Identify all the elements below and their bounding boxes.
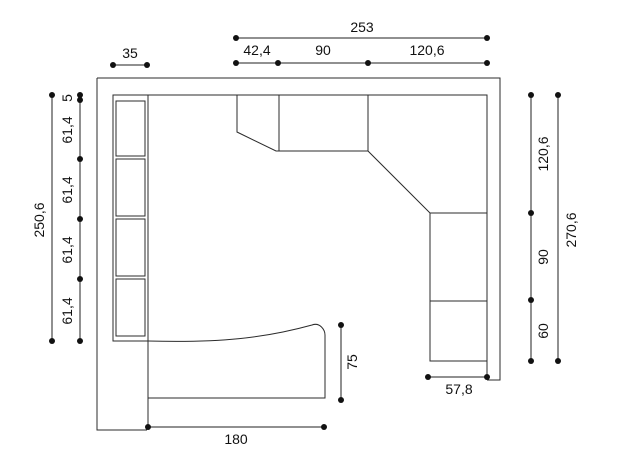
dim-left-seg-2-label: 61,4 — [59, 176, 75, 203]
dim-top-total-label: 253 — [350, 19, 374, 35]
dim-right-total-label: 270,6 — [563, 212, 579, 247]
room-outline — [97, 77, 501, 381]
dim-left-shelf-width-label: 35 — [122, 45, 138, 61]
dim-left-segments: 5 61,4 61,4 61,4 61,4 — [59, 92, 83, 344]
dim-desk-depth: 75 — [338, 322, 360, 403]
dim-right-seg-3-label: 60 — [535, 323, 551, 339]
dim-top-total: 253 — [233, 19, 490, 41]
dim-top-seg-3-label: 120,6 — [409, 42, 444, 58]
dim-right-seg-2-label: 90 — [535, 249, 551, 265]
room-outline-left — [96, 78, 147, 431]
dim-left-seg-1-label: 61,4 — [59, 116, 75, 143]
dim-top-segments: 42,4 90 120,6 — [233, 42, 490, 66]
dim-right-unit-width: 57,8 — [425, 374, 490, 397]
dim-desk-depth-label: 75 — [344, 354, 360, 370]
right-cabinet-60 — [429, 300, 488, 362]
right-cabinet-90 — [429, 212, 488, 302]
dim-top-seg-2-label: 90 — [315, 42, 331, 58]
curved-desk — [147, 323, 326, 399]
dim-right-unit-width-label: 57,8 — [445, 381, 472, 397]
dim-left-seg-top-label: 5 — [59, 94, 75, 102]
top-corner-cabinet — [236, 94, 280, 152]
dim-right-seg-1-label: 120,6 — [535, 136, 551, 171]
dim-bottom-width: 180 — [145, 424, 327, 447]
dim-left-total-label: 250,6 — [31, 202, 47, 237]
dim-left-seg-3-label: 61,4 — [59, 236, 75, 263]
dim-right-total: 270,6 — [555, 92, 579, 364]
dim-left-total: 250,6 — [31, 92, 55, 344]
top-cabinet-90 — [278, 94, 369, 152]
diagonal-corner-cabinet — [367, 94, 488, 214]
dim-bottom-width-label: 180 — [224, 431, 248, 447]
dim-right-segments: 120,6 90 60 — [528, 92, 551, 364]
left-shelf-unit — [112, 94, 149, 342]
dim-left-shelf-width: 35 — [110, 45, 150, 68]
dim-left-seg-4-label: 61,4 — [59, 297, 75, 324]
dim-top-seg-1-label: 42,4 — [243, 42, 270, 58]
